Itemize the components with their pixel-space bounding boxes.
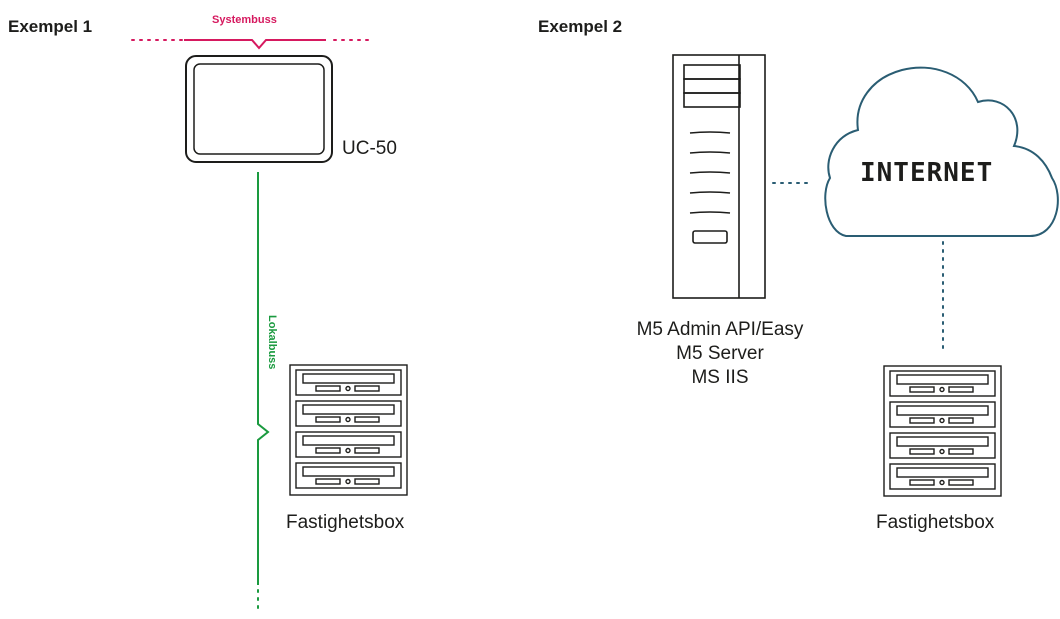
controller-label: UC-50 bbox=[342, 138, 397, 159]
property-box-label: Fastighetsbox bbox=[876, 512, 995, 533]
localbus-line bbox=[257, 172, 270, 615]
example-1-heading: Exempel 1 bbox=[8, 17, 93, 36]
rack-slot bbox=[295, 369, 402, 396]
rack-unit-icon bbox=[289, 364, 408, 496]
systembus-label: Systembuss bbox=[212, 14, 277, 26]
rack-unit-icon bbox=[883, 365, 1002, 497]
touch-panel-icon bbox=[185, 55, 333, 163]
example-2-heading: Exempel 2 bbox=[538, 17, 623, 36]
server-label-line: M5 Admin API/Easy bbox=[636, 319, 804, 340]
systembus-line bbox=[131, 39, 373, 50]
rack-slot bbox=[889, 463, 996, 490]
cloud-icon bbox=[824, 66, 1059, 237]
server-label-line: MS IIS bbox=[691, 367, 749, 388]
rack-slot bbox=[889, 370, 996, 397]
localbus-label: Lokalbuss bbox=[266, 315, 278, 370]
rack-slot bbox=[889, 432, 996, 459]
server-label-line: M5 Server bbox=[676, 343, 764, 364]
cloud-label: INTERNET bbox=[860, 158, 994, 188]
rack-slot bbox=[295, 431, 402, 458]
tower-server-icon bbox=[672, 54, 766, 299]
rack-slot bbox=[889, 401, 996, 428]
rack-slot bbox=[295, 462, 402, 489]
property-box-label: Fastighetsbox bbox=[286, 512, 405, 533]
rack-slot bbox=[295, 400, 402, 427]
server-label: M5 Admin API/Easy M5 Server MS IIS bbox=[600, 318, 840, 390]
